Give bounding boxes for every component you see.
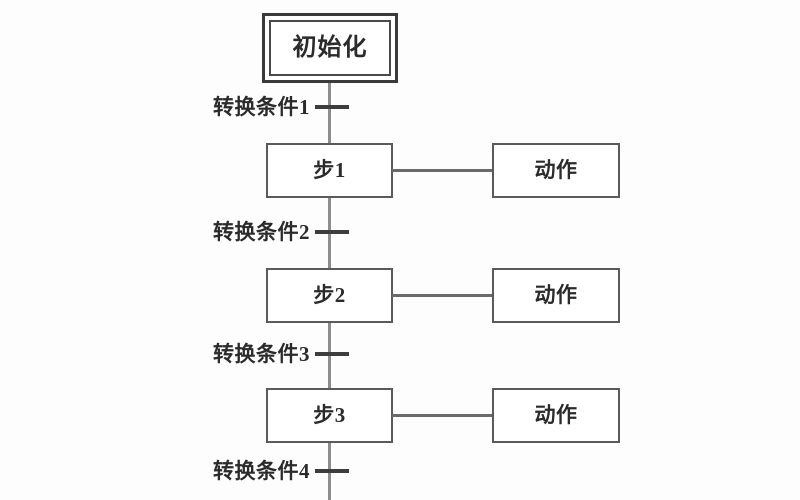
action-link-3: [392, 414, 493, 417]
step-box-3[interactable]: 步3: [266, 388, 393, 443]
trunk-line-step2-to-step3: [328, 322, 331, 390]
step-box-2[interactable]: 步2: [266, 268, 393, 323]
action-label-3: 动作: [534, 403, 578, 427]
action-box-3[interactable]: 动作: [492, 388, 620, 443]
transition-tick-3: [315, 352, 349, 356]
transition-tick-2: [315, 230, 349, 234]
initial-step-label: 初始化: [292, 35, 368, 61]
initial-step-inner-frame: 初始化: [269, 20, 391, 76]
transition-label-1: 转换条件1: [213, 95, 310, 119]
transition-label-3: 转换条件3: [213, 342, 310, 366]
action-link-2: [392, 294, 493, 297]
step-box-1[interactable]: 步1: [266, 143, 393, 198]
action-box-1[interactable]: 动作: [492, 143, 620, 198]
transition-tick-4: [315, 469, 349, 473]
action-label-2: 动作: [534, 283, 578, 307]
transition-label-4: 转换条件4: [213, 459, 310, 483]
action-link-1: [392, 169, 493, 172]
transition-tick-1: [315, 105, 349, 109]
step-label-3: 步3: [313, 403, 346, 427]
step-label-2: 步2: [313, 283, 346, 307]
action-label-1: 动作: [534, 158, 578, 182]
trunk-line-t1-to-step1: [328, 110, 331, 147]
initial-step-box[interactable]: 初始化: [262, 13, 398, 83]
step-label-1: 步1: [313, 158, 346, 182]
action-box-2[interactable]: 动作: [492, 268, 620, 323]
transition-label-2: 转换条件2: [213, 220, 310, 244]
